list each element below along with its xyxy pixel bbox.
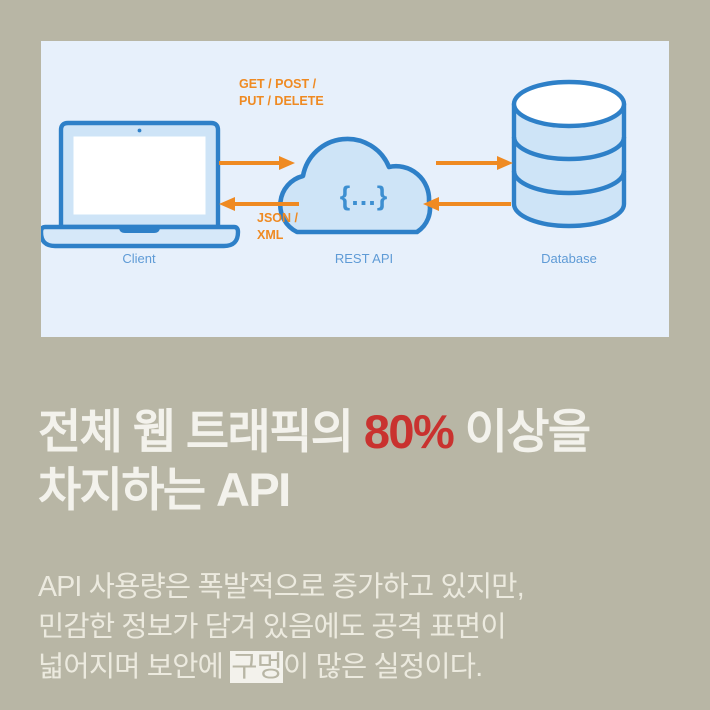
description-paragraph: API 사용량은 폭발적으로 증가하고 있지만, 민감한 정보가 담겨 있음에도… [38,567,694,688]
laptop-icon [41,120,241,249]
database-cylinder-icon [511,79,627,229]
description-line-1: API 사용량은 폭발적으로 증가하고 있지만, [38,570,525,603]
headline-line1-before: 전체 웹 트래픽의 [38,405,364,459]
node-label-database: Database [541,251,597,266]
node-label-client: Client [122,251,156,266]
description-line-3-after: 이 많은 실정이다. [283,651,483,684]
arrow-api-to-client [219,197,299,211]
headline-accent-percentage: 80% [363,405,455,459]
cloud-icon [278,136,433,235]
request-label-line1: GET / POST / [239,77,317,91]
arrow-api-to-database [436,156,513,170]
description-line-2: 민감한 정보가 담겨 있음에도 공격 표면이 [38,610,507,643]
diagram-illustration: Client {...} REST API Database [41,77,627,266]
response-label-line1: JSON / [257,211,299,225]
cloud-code-glyph: {...} [340,181,389,211]
description-line-3: 넓어지며 보안에 구멍이 많은 실정이다. [38,647,694,687]
request-label-line2: PUT / DELETE [239,94,324,108]
rest-api-diagram-panel: Client {...} REST API Database [41,41,669,337]
headline-line1-after: 이상을 [453,405,592,459]
description-highlight-term: 구멍 [230,651,284,684]
description-line-3-before: 넓어지며 보안에 [38,651,231,684]
node-label-rest-api: REST API [335,251,393,266]
arrow-client-to-api [219,156,295,170]
arrow-database-to-api [423,197,511,211]
headline-line2: 차지하는 API [38,463,291,517]
response-label-line2: XML [257,228,284,242]
